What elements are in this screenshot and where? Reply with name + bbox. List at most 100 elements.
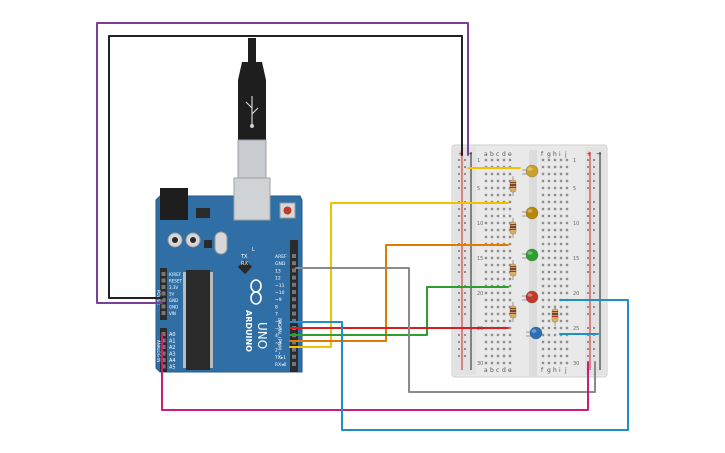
power-pin-label: IOREF: [169, 272, 182, 277]
digital-pin[interactable]: [292, 254, 296, 258]
analog-pin-label: A3: [169, 352, 176, 358]
arduino-logo-text: ARDUINO: [244, 310, 253, 352]
digital-pin-label: AREF: [275, 254, 287, 260]
resistor[interactable]: [509, 302, 517, 322]
bb-row-label: 20: [573, 291, 579, 297]
bb-row-label: 20: [477, 291, 483, 297]
power-pin[interactable]: [161, 311, 166, 315]
analog-pin[interactable]: [161, 338, 166, 343]
bb-col-label-bottom: j: [564, 367, 567, 374]
digital-pin[interactable]: [292, 261, 296, 266]
analog-pin[interactable]: [161, 351, 166, 356]
bb-col-label-top: i: [559, 151, 561, 158]
power-pin[interactable]: [161, 304, 166, 309]
bb-col-label-bottom: a: [484, 367, 488, 374]
digital-pin[interactable]: [292, 282, 296, 287]
wire-blue[interactable]: [289, 299, 629, 431]
digital-pin[interactable]: [292, 268, 296, 273]
wire-green[interactable]: [289, 286, 509, 336]
power-pin-label: RESET: [169, 279, 182, 284]
bb-row-label: 30: [573, 361, 579, 367]
analog-pin[interactable]: [161, 332, 166, 336]
digital-pin[interactable]: [292, 354, 296, 359]
resistor[interactable]: [551, 305, 559, 326]
digital-pin-label: ~3: [275, 340, 282, 346]
analog-label: ANALOG IN: [156, 340, 161, 362]
digital-pin-label: 7: [275, 312, 278, 318]
power-pin-label: 5V: [169, 292, 175, 297]
digital-pin-label: ~6: [275, 319, 282, 325]
led-label-l: L: [252, 247, 255, 253]
digital-pin[interactable]: [292, 275, 296, 280]
analog-pin-label: A0: [169, 332, 176, 338]
bb-row-label: 5: [573, 186, 576, 192]
bb-col-label-bottom: f: [541, 367, 544, 374]
wire-black[interactable]: [108, 35, 463, 299]
wire-gray[interactable]: [295, 267, 596, 393]
bb-col-label-bottom: b: [490, 367, 494, 374]
power-pin-label: 3.3V: [169, 285, 178, 290]
digital-pin[interactable]: [292, 304, 296, 309]
usb-cable[interactable]: [237, 38, 267, 179]
wires: [96, 22, 629, 431]
digital-pin-label: ~5: [275, 326, 282, 332]
bb-row-label: 5: [477, 186, 480, 192]
dc-power-jack[interactable]: [160, 188, 188, 220]
digital-pin-label: RX◂0: [275, 362, 286, 368]
power-pin[interactable]: [161, 285, 166, 289]
leds: [522, 164, 543, 340]
digital-pin-label: 12: [275, 276, 281, 282]
digital-pin[interactable]: [292, 340, 296, 345]
power-pin[interactable]: [161, 278, 166, 283]
bb-row-label: 25: [573, 326, 579, 332]
digital-pin[interactable]: [292, 311, 296, 316]
digital-pin-label: ~10: [275, 290, 285, 296]
resistor[interactable]: [509, 176, 517, 196]
power-pin-label: VIN: [169, 311, 176, 316]
digital-pin-label: TX▸1: [274, 355, 286, 361]
rail-minus-left: −: [467, 150, 473, 158]
power-pin[interactable]: [161, 291, 166, 296]
usb-port[interactable]: [233, 177, 271, 221]
wire-orange[interactable]: [289, 244, 509, 342]
wire-yellow[interactable]: [289, 202, 509, 348]
wire-magenta[interactable]: [161, 333, 589, 411]
analog-pin[interactable]: [161, 364, 166, 369]
bb-row-label: 1: [573, 158, 576, 164]
digital-label: DIGITAL (PWM ~): [276, 318, 282, 357]
bb-col-label-top: e: [508, 151, 512, 158]
blue-led[interactable]: [526, 326, 543, 340]
bb-row-label: 10: [477, 221, 483, 227]
rail-plus-right: +: [586, 150, 592, 158]
bb-col-label-bottom: i: [559, 367, 561, 374]
resistor[interactable]: [509, 218, 517, 238]
digital-pin[interactable]: [292, 318, 296, 323]
wire-purple[interactable]: [96, 22, 469, 304]
yellow-led[interactable]: [522, 164, 539, 178]
power-pin-label: GND: [169, 298, 178, 303]
led-label-rx: RX: [241, 261, 248, 267]
resistor[interactable]: [509, 260, 517, 280]
red-led[interactable]: [522, 290, 539, 304]
digital-pin[interactable]: [292, 362, 296, 366]
digital-pin[interactable]: [292, 297, 296, 302]
bb-col-label-top: b: [490, 151, 494, 158]
digital-pin[interactable]: [292, 290, 296, 294]
digital-pin[interactable]: [292, 347, 296, 352]
amber-led[interactable]: [522, 206, 539, 220]
digital-pin-label: GND: [275, 261, 286, 267]
rail-minus-right: −: [596, 150, 602, 158]
analog-pin-label: A1: [169, 339, 176, 345]
digital-pin-label: 4: [275, 333, 278, 339]
power-pin[interactable]: [161, 272, 166, 276]
analog-header: [160, 328, 167, 372]
analog-pin[interactable]: [161, 358, 166, 362]
green-led[interactable]: [522, 248, 539, 262]
power-pin[interactable]: [161, 298, 166, 302]
bb-col-label-bottom: d: [502, 367, 506, 374]
bb-row-label: 15: [477, 256, 483, 262]
analog-pin[interactable]: [161, 345, 166, 349]
